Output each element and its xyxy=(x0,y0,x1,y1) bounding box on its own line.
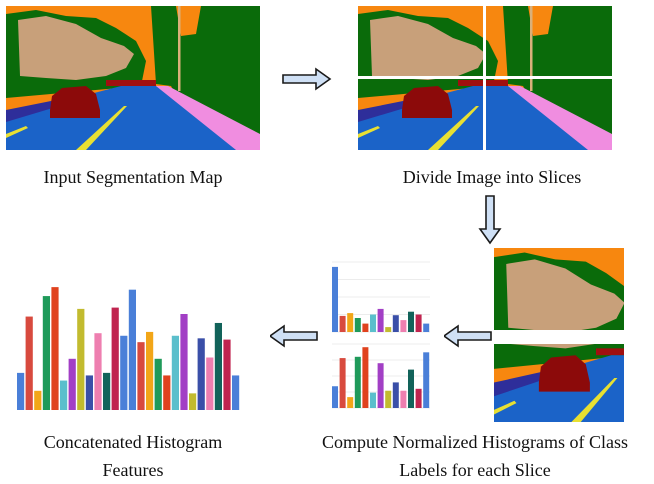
histogram-bar xyxy=(408,311,414,332)
slice-bottom-histogram xyxy=(332,343,430,409)
histogram-bar xyxy=(137,342,145,410)
histogram-bar xyxy=(392,382,399,408)
histogram-bar xyxy=(370,314,376,332)
caption-compute-line2: Labels for each Slice xyxy=(399,460,551,480)
caption-concat-line2: Features xyxy=(102,460,164,480)
histogram-bar xyxy=(51,287,59,410)
histogram-bar xyxy=(111,307,119,410)
histogram-bar xyxy=(163,375,171,410)
histogram-bar xyxy=(423,323,430,332)
histogram-bar xyxy=(385,390,392,408)
histogram-bar xyxy=(354,318,361,332)
histogram-bar xyxy=(400,390,407,408)
histogram-bar xyxy=(347,397,354,408)
histogram-bar xyxy=(146,331,154,410)
histogram-bar xyxy=(332,386,338,408)
slice-top-histogram-bars xyxy=(332,261,430,333)
histogram-bar xyxy=(68,358,76,410)
arrow-right-icon xyxy=(282,68,331,90)
histogram-bar xyxy=(206,357,214,410)
histogram-bar xyxy=(128,289,136,410)
histogram-bar xyxy=(415,314,422,332)
histogram-bar xyxy=(94,333,102,410)
histogram-bar xyxy=(223,339,231,410)
histogram-bar xyxy=(339,315,346,332)
histogram-bar xyxy=(362,323,369,332)
histogram-bar xyxy=(120,335,128,410)
histogram-bar xyxy=(408,369,414,408)
caption-divide: Divide Image into Slices xyxy=(402,167,582,187)
histogram-bar xyxy=(415,388,422,408)
concatenated-histogram xyxy=(17,287,240,410)
histogram-bar xyxy=(332,266,338,332)
histogram-bar xyxy=(362,347,369,408)
caption-concat-line1: Concatenated Histogram xyxy=(43,432,223,452)
histogram-bar xyxy=(423,352,430,408)
histogram-bar xyxy=(339,358,346,408)
histogram-bar xyxy=(171,335,179,410)
histogram-bar xyxy=(385,327,392,332)
histogram-bar xyxy=(17,372,25,410)
histogram-bar xyxy=(42,296,50,410)
caption-compute: Compute Normalized Histograms of Class L… xyxy=(296,428,654,484)
input-segmentation-map xyxy=(6,6,260,150)
histogram-bar xyxy=(180,314,188,410)
histogram-bar xyxy=(34,390,42,410)
arrow-down-icon xyxy=(479,195,501,244)
histogram-bar xyxy=(354,356,361,408)
histogram-bar xyxy=(232,375,240,410)
caption-input: Input Segmentation Map xyxy=(43,167,223,187)
histogram-bar xyxy=(85,375,93,410)
histogram-bar xyxy=(370,392,376,408)
histogram-bar xyxy=(197,338,205,410)
histogram-bar xyxy=(377,308,384,332)
concatenated-histogram-bars xyxy=(17,287,240,410)
slice-top-image xyxy=(494,248,624,330)
slice-bottom-histogram-bars xyxy=(332,343,430,409)
histogram-bar xyxy=(103,372,111,410)
slice-top-histogram xyxy=(332,261,430,333)
arrow-left-icon xyxy=(444,325,492,347)
caption-concat: Concatenated Histogram Features xyxy=(0,428,266,484)
histogram-bar xyxy=(392,315,399,332)
arrow-left-icon xyxy=(270,325,318,347)
caption-compute-line1: Compute Normalized Histograms of Class xyxy=(322,432,628,452)
histogram-bar xyxy=(400,320,407,332)
slice-bottom-image xyxy=(494,344,624,422)
histogram-bar xyxy=(347,313,354,332)
histogram-bar xyxy=(154,358,162,410)
histogram-bar xyxy=(77,308,85,410)
histogram-bar xyxy=(377,363,384,408)
histogram-bar xyxy=(60,380,68,410)
vertical-slice-line xyxy=(483,6,486,150)
histogram-bar xyxy=(25,316,33,410)
histogram-bar xyxy=(189,393,197,410)
divided-segmentation-map xyxy=(358,6,612,150)
histogram-bar xyxy=(214,322,222,410)
